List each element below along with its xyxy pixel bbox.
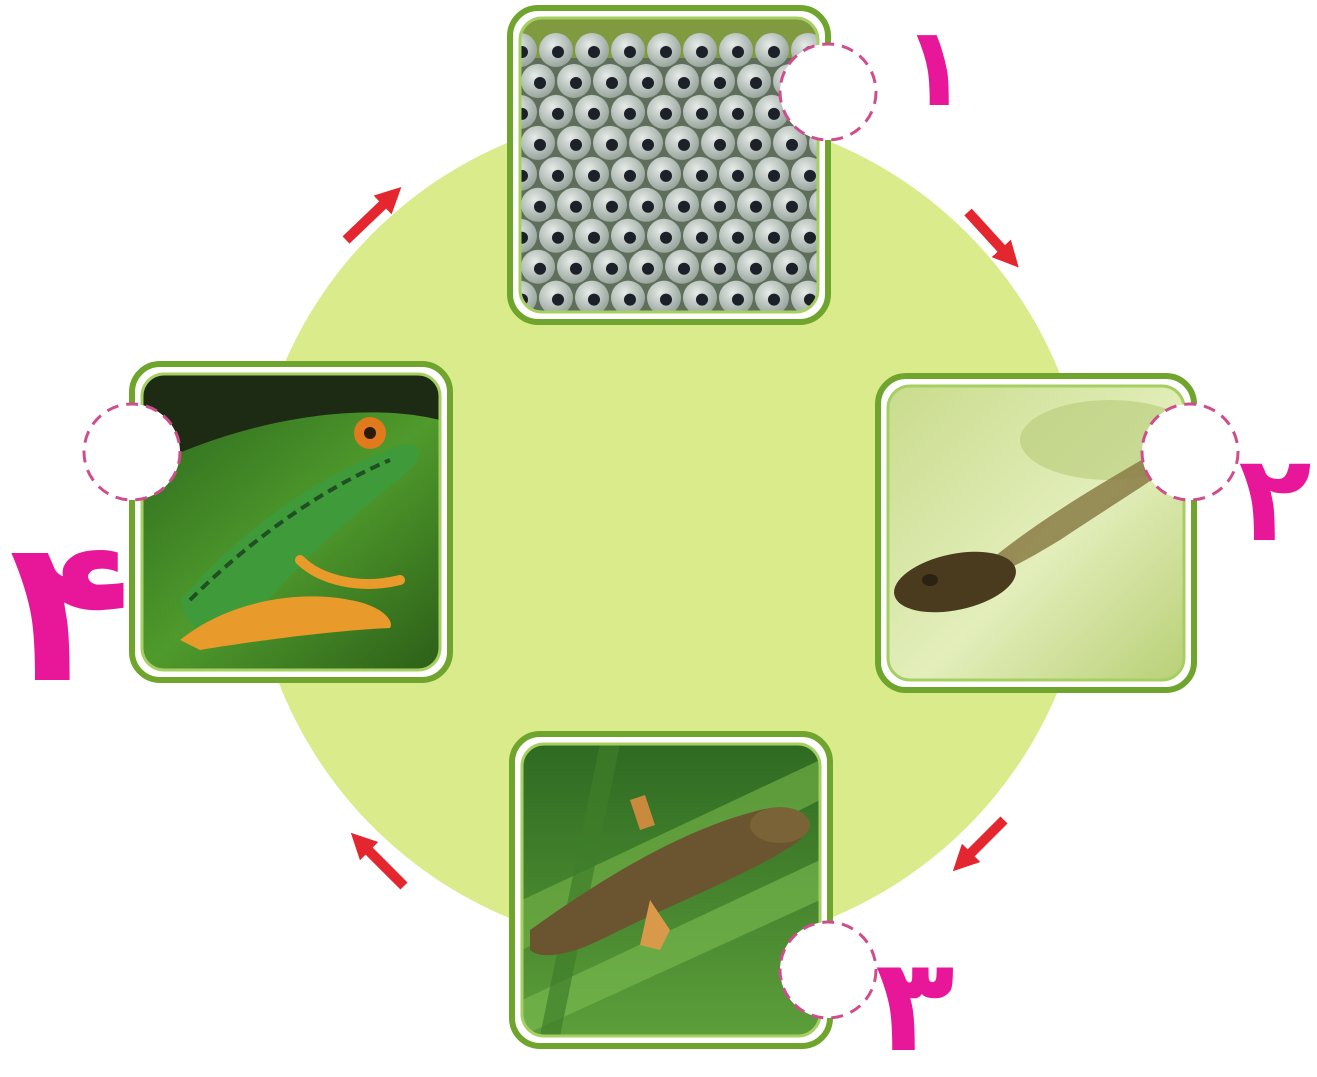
answer-circle-tadpole	[1142, 404, 1238, 500]
egg-embryo	[786, 263, 798, 275]
egg-embryo	[732, 294, 744, 306]
egg-embryo	[732, 108, 744, 120]
egg-embryo	[552, 294, 564, 306]
froglet-image	[522, 744, 820, 1036]
answer-circle-adult	[84, 404, 180, 500]
egg-embryo	[624, 46, 636, 58]
egg-embryo	[696, 46, 708, 58]
egg-embryo	[750, 77, 762, 89]
egg-embryo	[678, 139, 690, 151]
egg-embryo	[768, 294, 780, 306]
egg-embryo	[552, 232, 564, 244]
egg-embryo	[534, 263, 546, 275]
egg-embryo	[714, 139, 726, 151]
egg-embryo	[642, 263, 654, 275]
egg-embryo	[642, 201, 654, 213]
egg-embryo	[696, 170, 708, 182]
egg-embryo	[588, 170, 600, 182]
egg-embryo	[804, 170, 816, 182]
egg-embryo	[768, 108, 780, 120]
arrow-tadpole-to-froglet	[962, 820, 1004, 862]
label-stage-2: ۲	[1238, 430, 1311, 569]
egg-embryo	[624, 108, 636, 120]
egg-embryo	[714, 77, 726, 89]
egg-embryo	[588, 294, 600, 306]
egg-embryo	[660, 232, 672, 244]
answer-circle-egg	[780, 44, 876, 140]
egg-embryo	[768, 232, 780, 244]
egg-embryo	[552, 108, 564, 120]
egg-embryo	[552, 170, 564, 182]
egg-embryo	[480, 108, 492, 120]
label-stage-1: ۱	[901, 3, 968, 131]
egg-embryo	[606, 77, 618, 89]
egg-embryo	[750, 139, 762, 151]
egg-embryo	[552, 46, 564, 58]
egg-embryo	[660, 170, 672, 182]
egg-embryo	[534, 77, 546, 89]
egg-embryo	[534, 201, 546, 213]
egg-embryo	[732, 232, 744, 244]
egg-embryo	[624, 294, 636, 306]
egg-embryo	[606, 139, 618, 151]
egg-embryo	[624, 170, 636, 182]
egg-embryo	[804, 232, 816, 244]
egg-embryo	[606, 263, 618, 275]
egg-embryo	[768, 46, 780, 58]
egg-embryo	[570, 263, 582, 275]
egg-embryo	[642, 77, 654, 89]
stage-card-adult-frog	[132, 364, 450, 680]
egg-embryo	[786, 139, 798, 151]
egg-embryo	[678, 77, 690, 89]
egg-embryo	[768, 170, 780, 182]
egg-embryo	[588, 108, 600, 120]
egg-embryo	[606, 201, 618, 213]
answer-circle-froglet	[780, 922, 876, 1018]
stage-card-froglet	[512, 734, 830, 1046]
egg-embryo	[750, 201, 762, 213]
egg-embryo	[732, 46, 744, 58]
egg-embryo	[480, 46, 492, 58]
egg-embryo	[588, 46, 600, 58]
egg-jelly	[467, 33, 501, 67]
egg-embryo	[570, 201, 582, 213]
egg-embryo	[588, 232, 600, 244]
label-stage-4: ۴	[9, 495, 131, 728]
egg-embryo	[786, 201, 798, 213]
egg-embryo	[570, 77, 582, 89]
egg-embryo	[714, 263, 726, 275]
egg-embryo	[660, 294, 672, 306]
egg-embryo	[642, 139, 654, 151]
egg-embryo	[534, 139, 546, 151]
egg-embryo	[660, 46, 672, 58]
egg-embryo	[696, 232, 708, 244]
egg-embryo	[678, 201, 690, 213]
egg-embryo	[696, 294, 708, 306]
egg-embryo	[570, 139, 582, 151]
egg-embryo	[696, 108, 708, 120]
label-stage-3: ۳	[875, 929, 954, 1077]
egg-embryo	[678, 263, 690, 275]
egg-embryo	[624, 232, 636, 244]
egg-embryo	[750, 263, 762, 275]
egg-embryo	[660, 108, 672, 120]
adult-frog-image	[142, 374, 440, 670]
egg-embryo	[714, 201, 726, 213]
egg-embryo	[732, 170, 744, 182]
egg-jelly	[467, 95, 501, 129]
